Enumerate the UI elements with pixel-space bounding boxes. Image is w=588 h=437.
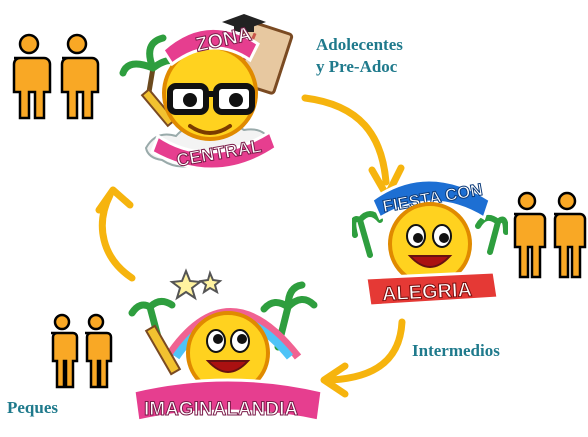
arrow-fiesta-to-imagina-head	[320, 362, 349, 398]
sun-face-icon	[388, 202, 472, 286]
person-icon	[51, 313, 79, 389]
label-peques: Peques	[7, 398, 58, 417]
arrow-fiesta-to-imagina	[326, 318, 406, 384]
person-group-intermedios	[513, 191, 587, 279]
logo-imaginalandia-text: IMAGINALANDIA	[144, 399, 298, 420]
pencil-icon	[144, 324, 182, 376]
label-adolescentes: Adolecentes y Pre-Adoc	[316, 34, 403, 78]
person-icon	[513, 191, 547, 279]
logo-fiesta-con-alegria: FIESTA CON ALEGRIA	[352, 178, 508, 308]
person-group-peques	[51, 313, 113, 389]
logo-zona-central: ZONA CENTRAL	[119, 14, 294, 171]
label-adolescentes-line1: Adolecentes	[316, 35, 403, 54]
arrow-imagina-to-zona-head	[95, 186, 134, 214]
pencil-icon	[140, 88, 177, 128]
person-icon	[553, 191, 587, 279]
logo-fiesta-con-alegria-bottom: ALEGRIA	[381, 279, 472, 306]
person-icon	[85, 313, 113, 389]
label-adolescentes-line2: y Pre-Adoc	[316, 57, 398, 76]
star-icon	[169, 268, 223, 301]
person-icon	[12, 33, 52, 120]
glasses-icon	[167, 83, 255, 115]
arrow-zona-to-fiesta	[301, 94, 390, 186]
label-intermedios: Intermedios	[412, 341, 500, 360]
sun-face-icon	[186, 311, 270, 395]
graduation-cap-icon	[222, 14, 266, 32]
person-group-adolescentes	[12, 33, 100, 120]
logo-imaginalandia: IMAGINALANDIA	[128, 268, 324, 423]
person-icon	[60, 33, 100, 120]
palm-tree-icon	[352, 211, 508, 258]
